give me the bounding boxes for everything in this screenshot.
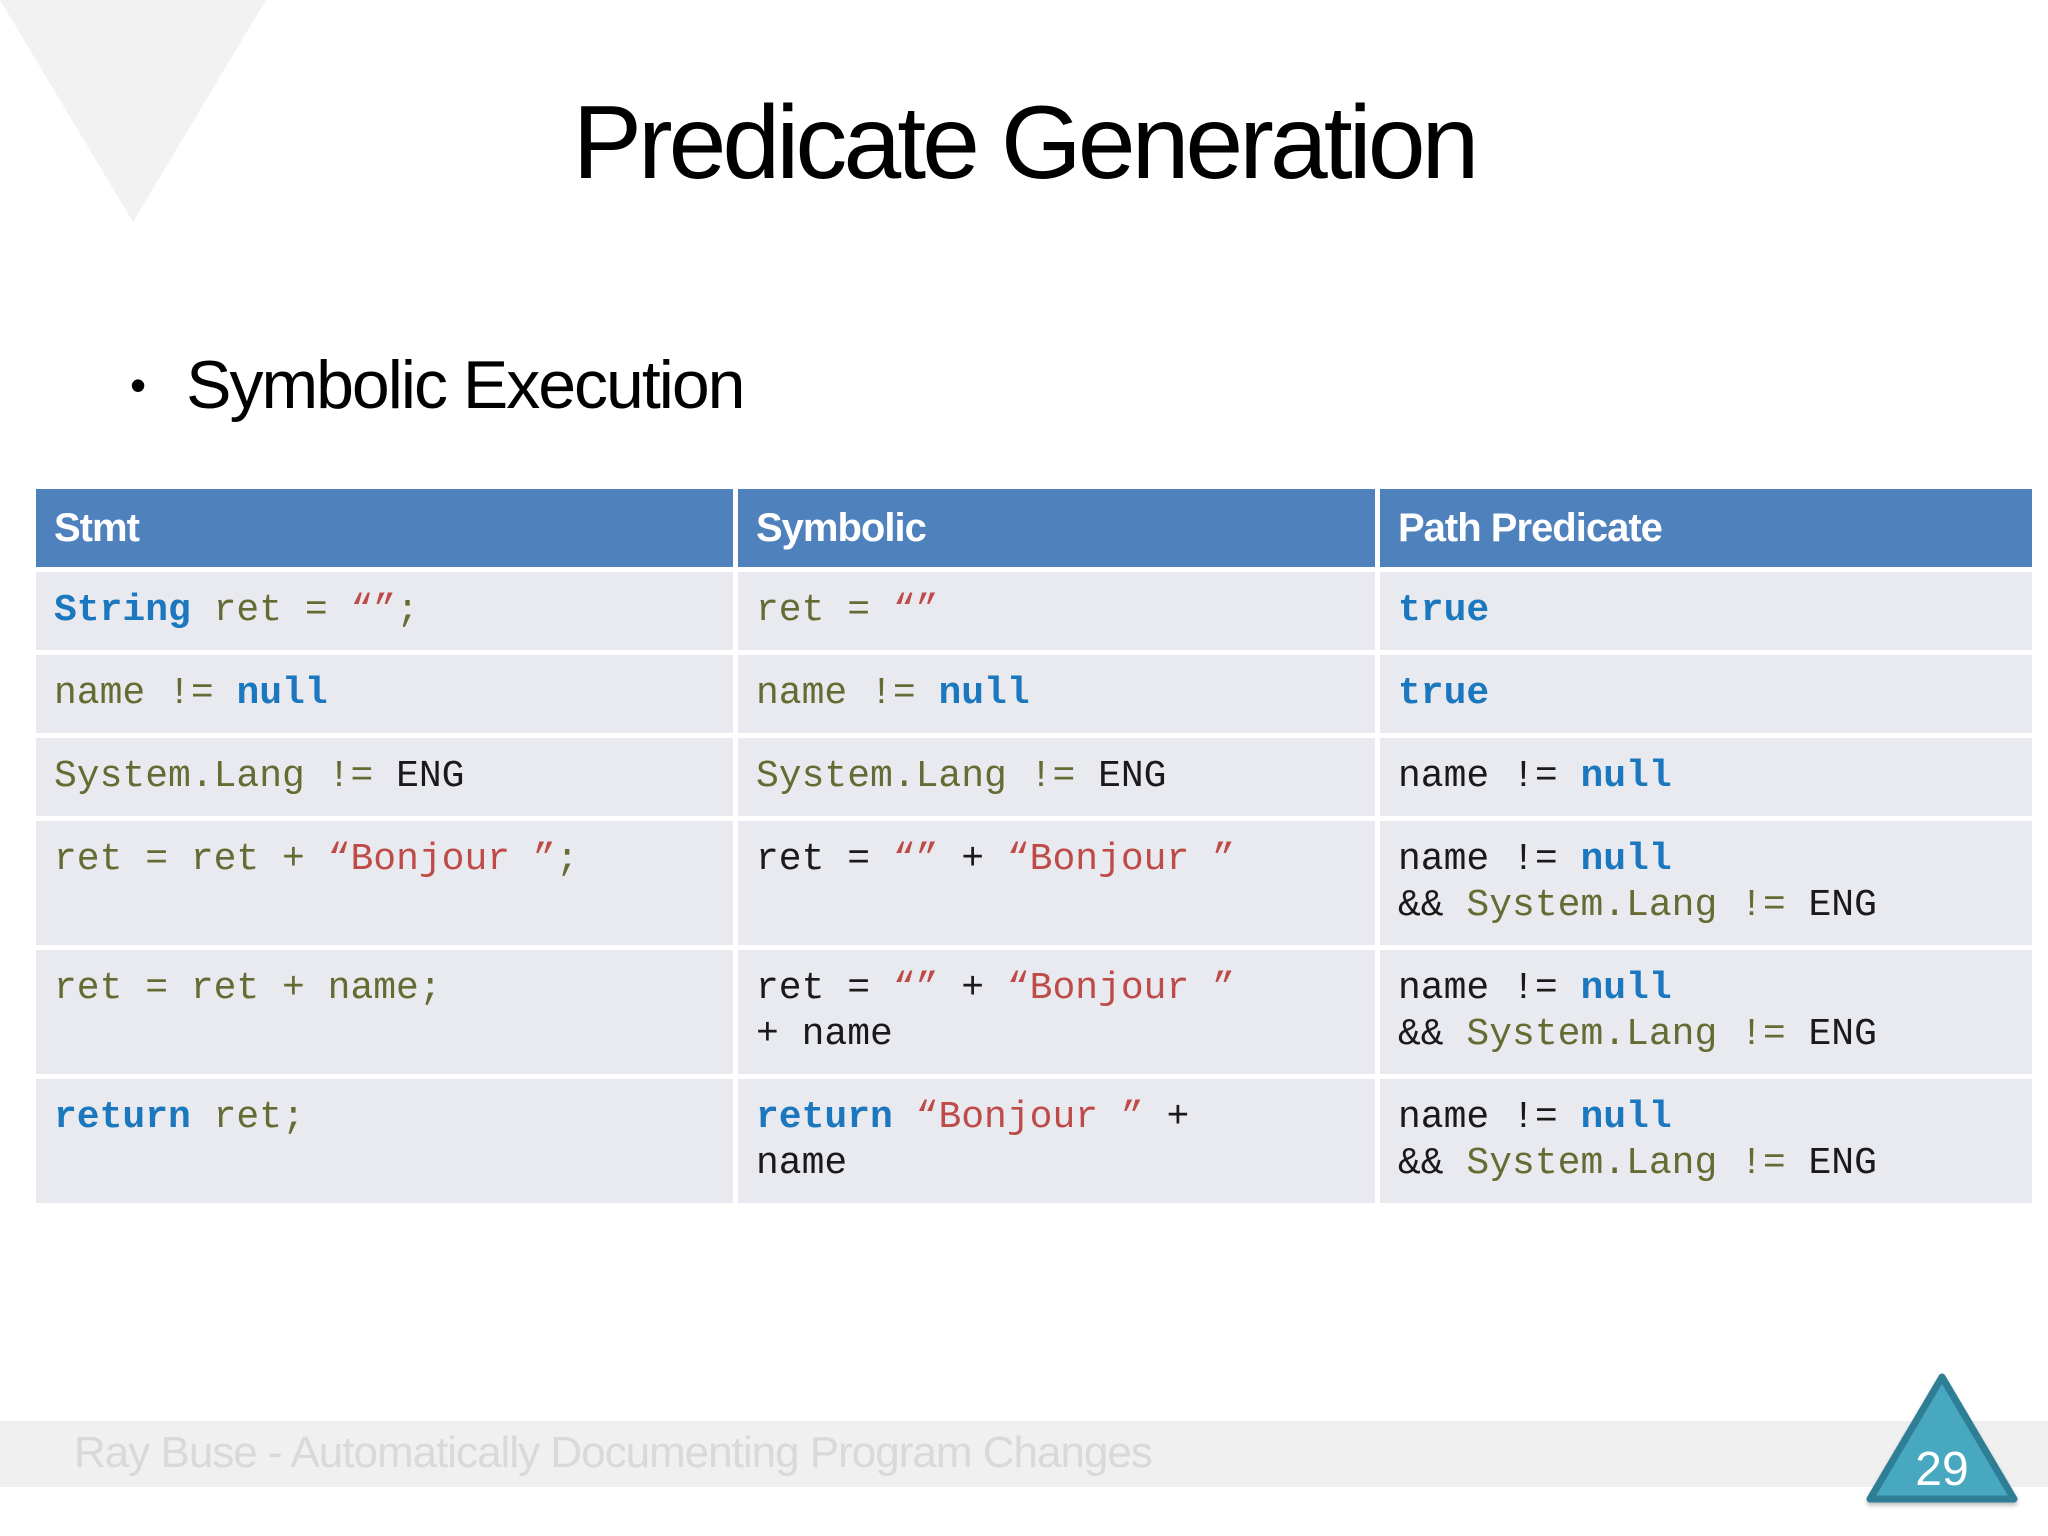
footer-text: Ray Buse - Automatically Documenting Pro… [74, 1428, 1153, 1477]
table-cell-symbolic: System.Lang != ENG [738, 738, 1375, 816]
bullet-icon: • [130, 359, 147, 411]
code-line: String ret = “”; [54, 589, 419, 632]
table-cell-path: true [1380, 655, 2032, 733]
code-line: true [1398, 589, 1490, 632]
code-line: name != null [756, 672, 1030, 715]
code-line: ret = ret + “Bonjour ”; [54, 838, 579, 881]
code-line: ret = “” + “Bonjour ” [756, 838, 1235, 881]
table-cell-symbolic: ret = “” + “Bonjour ” [738, 821, 1375, 945]
table-cell-path: true [1380, 572, 2032, 650]
code-line: System.Lang != ENG [756, 755, 1167, 798]
footer: Ray Buse - Automatically Documenting Pro… [0, 1421, 2048, 1487]
code-line: && System.Lang != ENG [1398, 1142, 1877, 1185]
table-cell-path: name != null&& System.Lang != ENG [1380, 1079, 2032, 1203]
code-line: + name [756, 1013, 893, 1056]
table-cell-stmt: return ret; [36, 1079, 733, 1203]
code-line: name != null [54, 672, 328, 715]
code-line: ret = “” + “Bonjour ” [756, 967, 1235, 1010]
table-cell-stmt: ret = ret + “Bonjour ”; [36, 821, 733, 945]
column-header-symbolic: Symbolic [738, 489, 1375, 567]
column-header-stmt: Stmt [36, 489, 733, 567]
column-header-path: Path Predicate [1380, 489, 2032, 567]
table-cell-stmt: ret = ret + name; [36, 950, 733, 1074]
code-line: && System.Lang != ENG [1398, 884, 1877, 927]
bullet-text: Symbolic Execution [186, 347, 745, 423]
code-line: name != null [1398, 1096, 1672, 1139]
code-line: name != null [1398, 755, 1672, 798]
table-cell-symbolic: return “Bonjour ” +name [738, 1079, 1375, 1203]
table-cell-symbolic: name != null [738, 655, 1375, 733]
page-number-badge: 29 [1862, 1370, 2022, 1506]
bullet-line: • Symbolic Execution [130, 340, 745, 430]
code-line: ret = ret + name; [54, 967, 442, 1010]
code-line: name [756, 1142, 848, 1185]
table-cell-stmt: String ret = “”; [36, 572, 733, 650]
code-line: name != null [1398, 838, 1672, 881]
code-line: true [1398, 672, 1490, 715]
table-cell-path: name != null&& System.Lang != ENG [1380, 950, 2032, 1074]
table-cell-symbolic: ret = “” [738, 572, 1375, 650]
code-line: && System.Lang != ENG [1398, 1013, 1877, 1056]
table-cell-stmt: name != null [36, 655, 733, 733]
slide-title: Predicate Generation [572, 85, 1480, 201]
table-cell-path: name != null [1380, 738, 2032, 816]
table-cell-stmt: System.Lang != ENG [36, 738, 733, 816]
code-line: name != null [1398, 967, 1672, 1010]
code-line: ret = “” [756, 589, 939, 632]
code-line: return ret; [54, 1096, 305, 1139]
code-line: return “Bonjour ” + [756, 1096, 1190, 1139]
code-line: System.Lang != ENG [54, 755, 465, 798]
table-cell-symbolic: ret = “” + “Bonjour ”+ name [738, 950, 1375, 1074]
page-number: 29 [1915, 1443, 1969, 1496]
table-cell-path: name != null&& System.Lang != ENG [1380, 821, 2032, 945]
triangle-icon [1866, 1373, 2018, 1503]
